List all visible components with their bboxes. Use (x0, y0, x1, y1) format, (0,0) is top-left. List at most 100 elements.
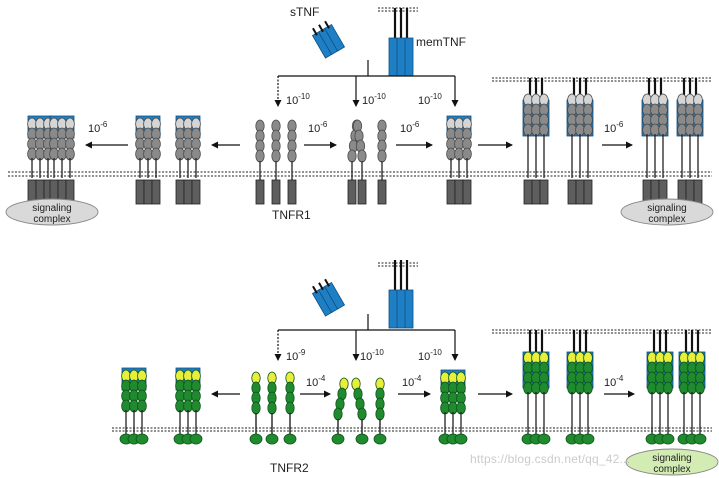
membrane-top-panel (8, 171, 712, 177)
membrane-ligand-cell (378, 7, 712, 334)
death-domain (183, 179, 193, 205)
death-domain (446, 179, 456, 205)
complex-ellipse (620, 198, 714, 226)
tnfr1-monomer (352, 119, 367, 205)
intracellular-domain (189, 433, 203, 445)
kd-cluster-right-top: 10-6 (604, 120, 624, 135)
kd-memTNF2-top: 10-10 (418, 92, 442, 107)
crd-domain (285, 401, 295, 415)
crd-domain (267, 401, 277, 415)
tnf-stalk (324, 20, 330, 29)
memtnf-body (388, 37, 414, 77)
death-domain (271, 179, 281, 205)
complex-label-line2: complex (648, 214, 685, 225)
stnf-label: sTNF (290, 5, 319, 19)
tnfr1-cluster (641, 78, 669, 205)
arrows (85, 60, 635, 398)
death-domain (539, 179, 549, 205)
memtnf-trimer (388, 260, 414, 329)
complex-label-line2: complex (653, 464, 690, 475)
tnfr1-cluster (27, 115, 53, 205)
tnfr2-cluster (173, 367, 203, 445)
crd-domain (271, 149, 281, 163)
tnfr1-cluster (566, 78, 594, 205)
intracellular-domain (135, 433, 149, 445)
tnfr2-monomer (249, 371, 263, 445)
crd-domain (251, 401, 261, 415)
tnfr1-monomer (255, 119, 265, 205)
tnfr1-cluster (522, 78, 550, 205)
death-domain (135, 179, 145, 205)
kd-sTNF-bottom: 10-9 (286, 348, 306, 363)
tnfr1-monomer (377, 119, 387, 205)
intracellular-domain (355, 433, 369, 445)
intracellular-domain (581, 433, 595, 445)
tnfr1-cluster (676, 78, 704, 205)
crd-domain (333, 407, 343, 421)
death-domain (693, 179, 703, 205)
receptors (27, 78, 707, 445)
intracellular-domain (331, 433, 345, 445)
crd-domain (347, 149, 357, 163)
tnfr1-cluster (135, 115, 161, 205)
death-domain (287, 179, 297, 205)
complex-ellipse (5, 198, 99, 226)
kd-memTNF-top: 10-10 (362, 92, 386, 107)
crd-domain (357, 407, 367, 421)
death-domain (347, 179, 357, 205)
kd-cluster-left-top: 10-6 (88, 120, 108, 135)
kd-sTNF-top: 10-10 (286, 92, 310, 107)
death-domain (175, 179, 185, 205)
kd-cluster-right-bottom: 10-4 (604, 374, 624, 389)
tnfr1-monomer (287, 119, 297, 205)
tnfr2-cluster (119, 367, 149, 445)
death-domain (583, 179, 593, 205)
kd-dimer-top: 10-6 (308, 120, 328, 135)
intracellular-domain (249, 433, 263, 445)
tnfr2-monomer (351, 377, 369, 445)
intracellular-domain (265, 433, 279, 445)
intracellular-domain (373, 433, 387, 445)
tnf-stalk (318, 24, 324, 33)
memtnf-label: memTNF (416, 35, 466, 49)
watermark: https://blog.csdn.net/qq_42... (470, 452, 631, 466)
memtnf-trimer (388, 8, 414, 77)
stnf-trimer (311, 20, 346, 59)
tnfr2-cluster (677, 330, 707, 445)
membrane-bottom-panel (112, 427, 712, 432)
stnf-trimer (311, 278, 346, 317)
ligands (311, 8, 414, 329)
tnfr2-monomer (373, 377, 387, 445)
intracellular-domain (693, 433, 707, 445)
death-domain (377, 179, 387, 205)
tnfr1-label: TNFR1 (272, 208, 311, 222)
branch-arrows (274, 60, 459, 107)
complex-label-line2: complex (33, 214, 70, 225)
crd-domain (287, 149, 297, 163)
death-domain (255, 179, 265, 205)
death-domain (523, 179, 533, 205)
crd-domain (255, 149, 265, 163)
kd-dimer-bottom: 10-4 (306, 374, 326, 389)
kd-memTNF2-bottom: 10-10 (418, 348, 442, 363)
tnfr2-label: TNFR2 (270, 461, 309, 475)
tnf-stalk (324, 278, 330, 287)
tnf-stalk (312, 285, 318, 294)
intracellular-domain (283, 433, 297, 445)
tnfr2-monomer (265, 371, 279, 445)
death-domain (143, 179, 153, 205)
kd-memTNF-bottom: 10-10 (360, 348, 384, 363)
intracellular-domain (661, 433, 675, 445)
tnfr2-monomer (331, 377, 349, 445)
tnfr2-monomer (283, 371, 297, 445)
tnf-stalk (312, 27, 318, 36)
tnfr1-monomer (271, 119, 281, 205)
tnf-stalk (318, 282, 324, 291)
kd-trimer-bottom: 10-4 (402, 374, 422, 389)
branch-arrows (274, 314, 459, 361)
tnfr1-cluster (446, 115, 472, 205)
tnfr1-cluster (49, 115, 75, 205)
tnfr2-cluster (438, 369, 468, 445)
death-domain (531, 179, 541, 205)
